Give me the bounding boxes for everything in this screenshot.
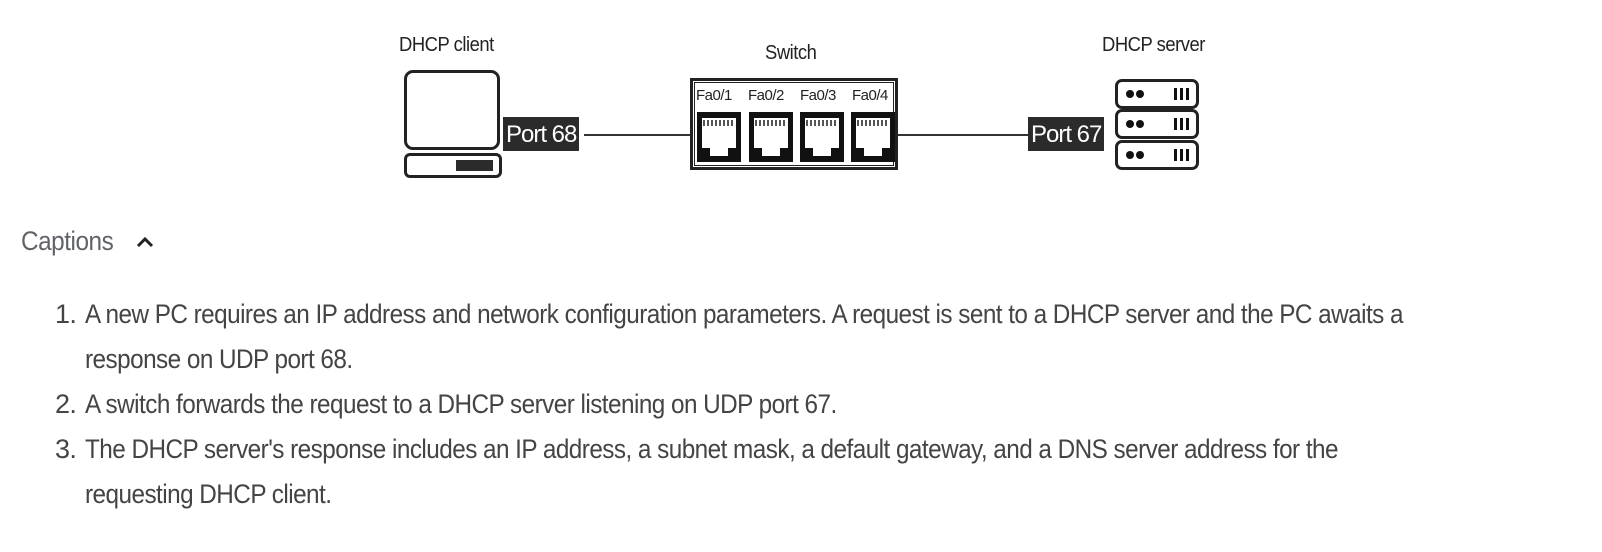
caption-text: A switch forwards the request to a DHCP … xyxy=(85,389,837,419)
client-port-label: Port 68 xyxy=(503,117,580,151)
caption-number: 1. xyxy=(55,299,77,329)
client-switch-link xyxy=(584,134,690,136)
pc-monitor xyxy=(404,70,500,150)
caption-number: 2. xyxy=(55,389,77,419)
captions-toggle[interactable]: Captions xyxy=(21,226,156,257)
caption-number: 3. xyxy=(55,434,77,464)
chevron-up-icon[interactable] xyxy=(134,231,156,253)
ethernet-port-icon xyxy=(749,112,793,162)
server-label: DHCP server xyxy=(1102,34,1205,56)
server-port-label: Port 67 xyxy=(1028,117,1105,151)
caption-item: 1. A new PC requires an IP address and n… xyxy=(55,292,1585,382)
ethernet-port-icon xyxy=(800,112,844,162)
caption-item: 2. A switch forwards the request to a DH… xyxy=(55,382,1585,427)
switch-server-link xyxy=(898,134,1028,136)
switch-port-label: Fa0/1 xyxy=(696,87,732,104)
captions-list: 1. A new PC requires an IP address and n… xyxy=(55,292,1585,517)
switch-port-label: Fa0/2 xyxy=(748,87,784,104)
caption-item: 3. The DHCP server's response includes a… xyxy=(55,427,1585,517)
switch-port-label: Fa0/3 xyxy=(800,87,836,104)
caption-text: A new PC requires an IP address and netw… xyxy=(85,299,1404,374)
caption-text: The DHCP server's response includes an I… xyxy=(85,434,1339,509)
captions-title: Captions xyxy=(21,226,114,256)
ethernet-port-icon xyxy=(851,112,895,162)
server-unit xyxy=(1115,79,1199,109)
ethernet-port-icon xyxy=(697,112,741,162)
server-unit xyxy=(1115,109,1199,139)
switch-label: Switch xyxy=(765,42,817,64)
client-label: DHCP client xyxy=(399,34,494,56)
switch-port-label: Fa0/4 xyxy=(852,87,888,104)
dhcp-diagram: DHCP client Port 68 Switch Fa0/1 Fa0/2 F… xyxy=(0,0,1602,210)
pc-drive xyxy=(456,160,493,171)
server-unit xyxy=(1115,140,1199,170)
